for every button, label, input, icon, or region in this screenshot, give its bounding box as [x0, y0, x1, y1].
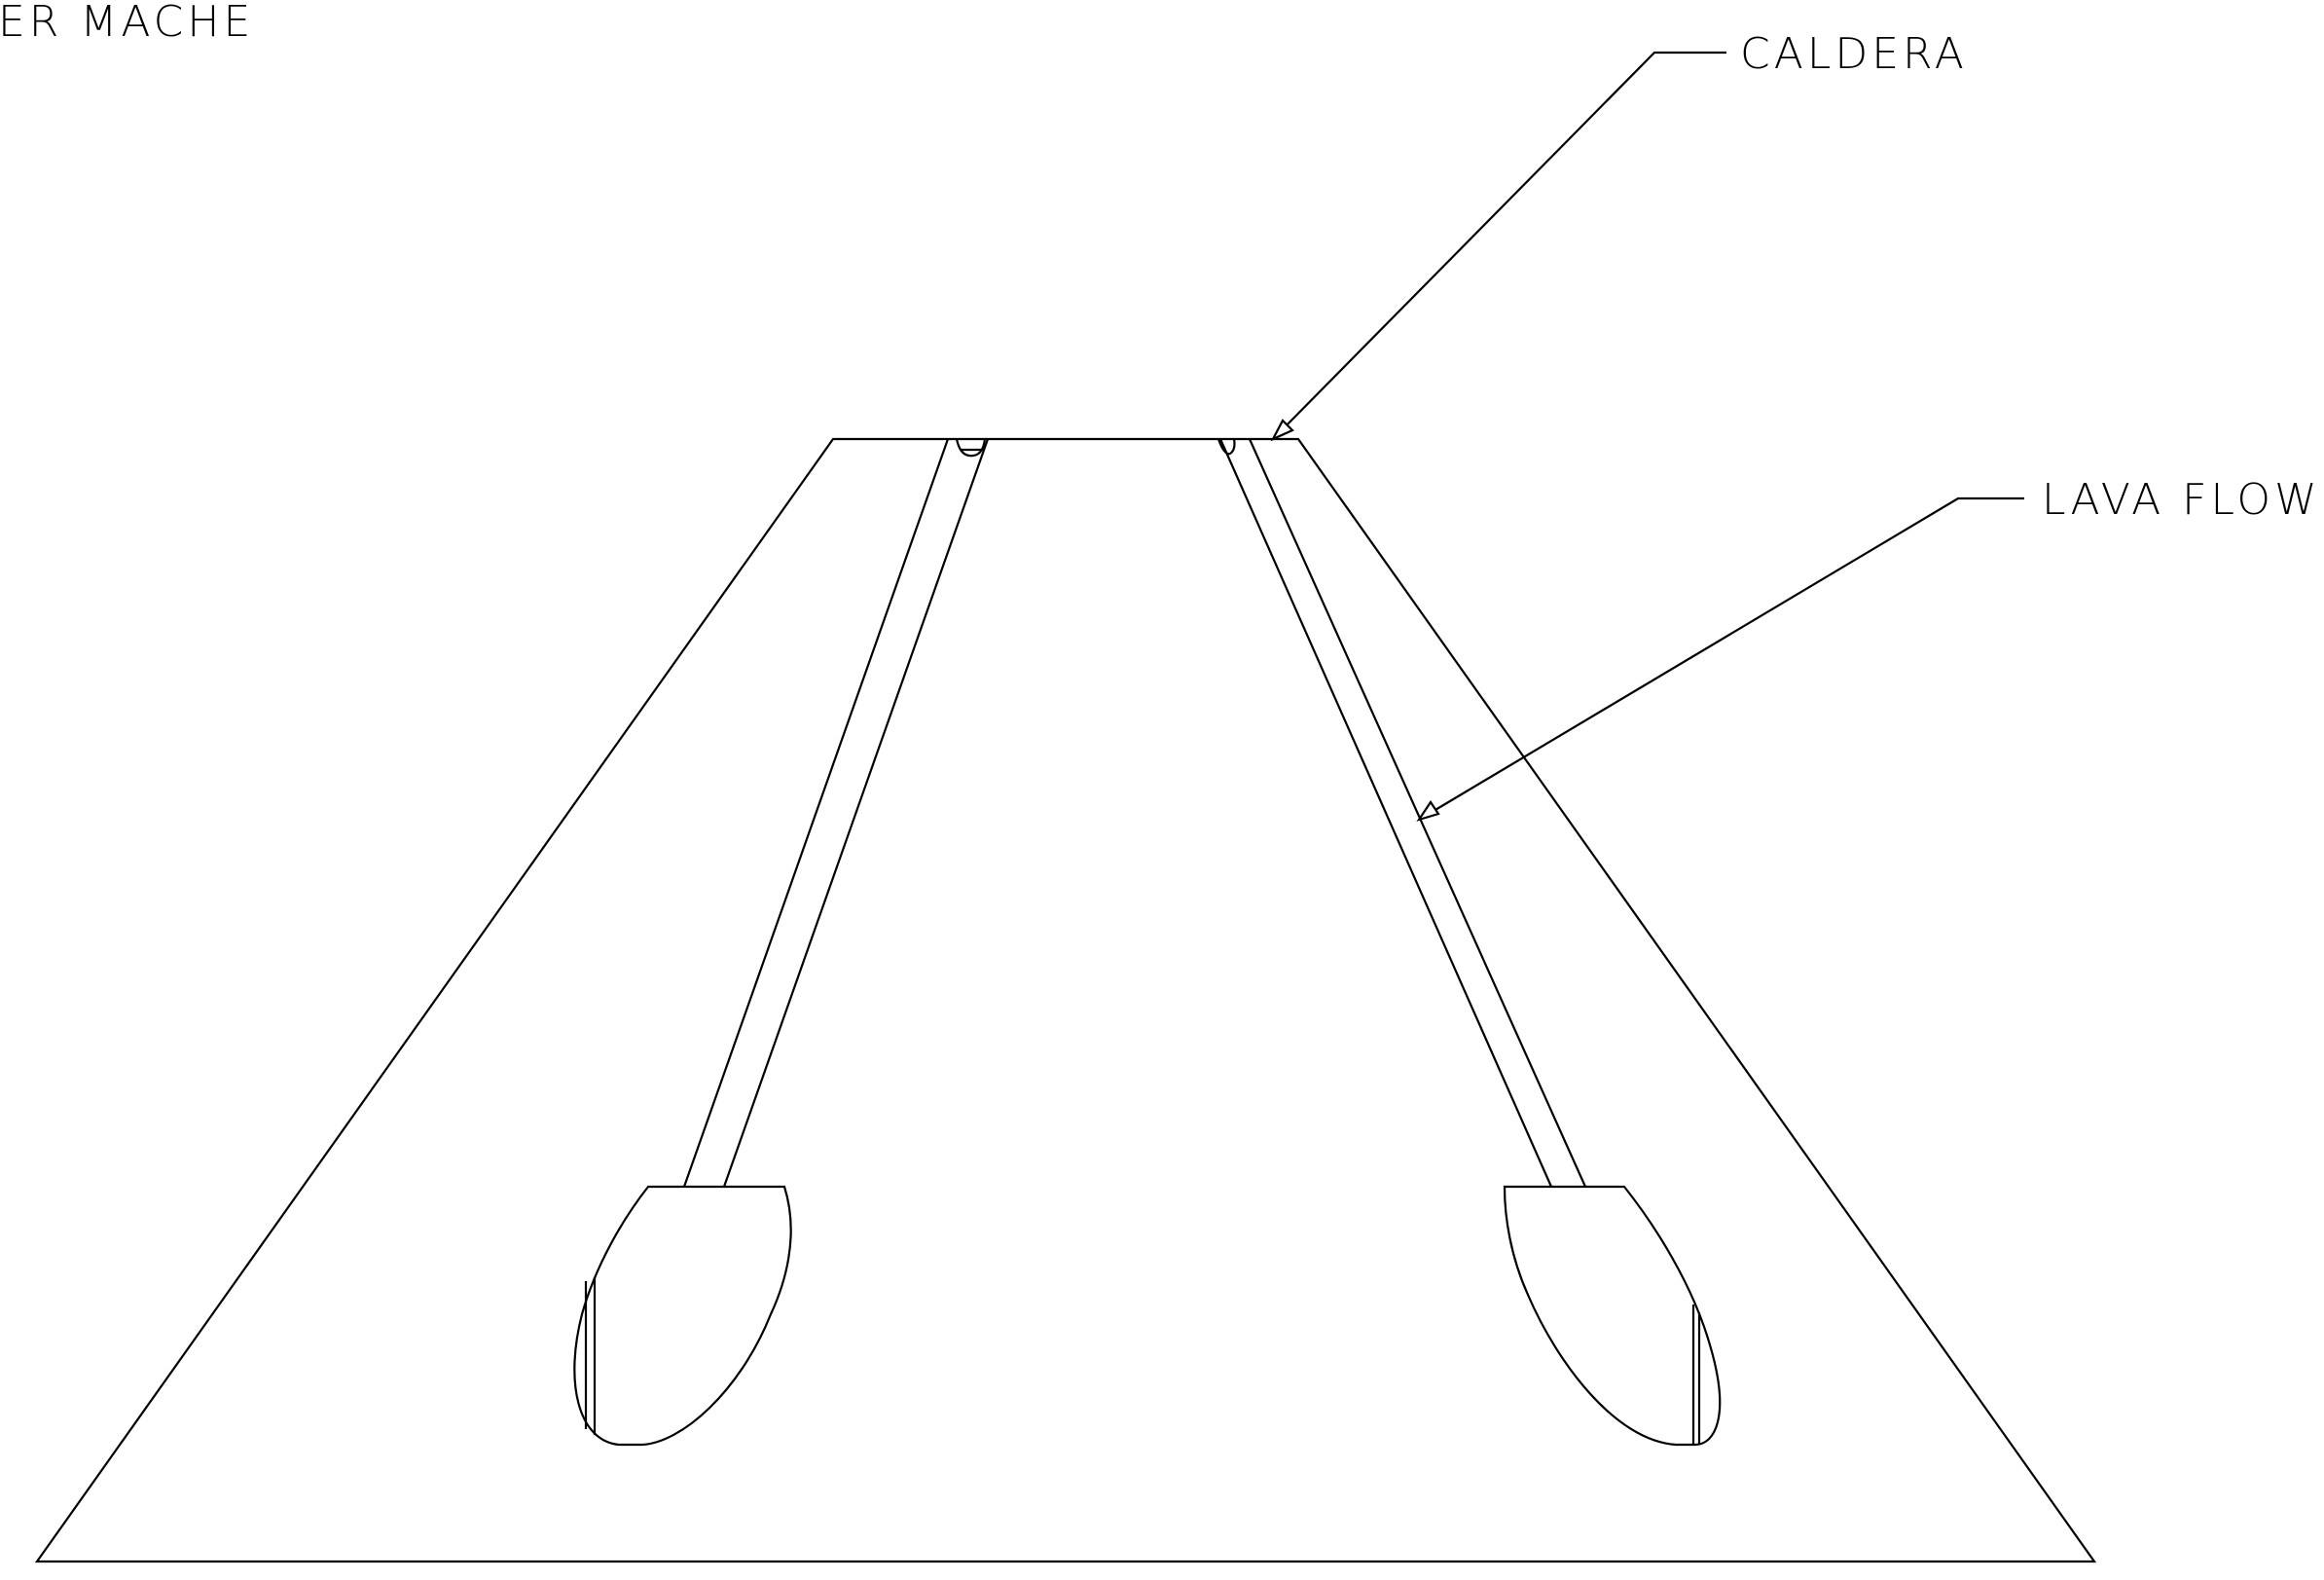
- caldera-label: CALDERA: [1740, 29, 1968, 79]
- volcano-cone-outline: [37, 439, 2094, 1562]
- lava-flow-label: LAVA FLOW: [2042, 475, 2321, 525]
- caldera-leader: [1273, 53, 1726, 439]
- material-label: ER MACHE: [0, 0, 254, 47]
- right-lava-flow: [1218, 439, 1585, 1187]
- left-lava-flow: [684, 439, 988, 1187]
- right-lava-pool: [1505, 1187, 1720, 1445]
- left-lava-pool: [574, 1187, 790, 1445]
- lava-flow-leader: [1419, 498, 2024, 820]
